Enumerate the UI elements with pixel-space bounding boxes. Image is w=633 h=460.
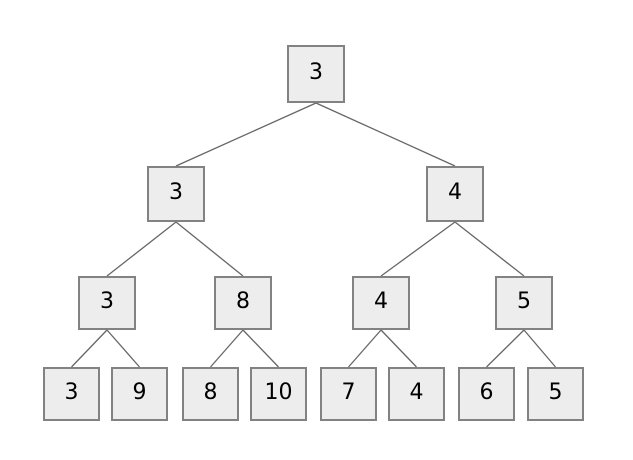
tree-node: 4 — [426, 166, 484, 222]
tree-node-label: 5 — [548, 380, 563, 405]
tree-edge — [486, 329, 525, 368]
tree-edge — [523, 329, 556, 368]
tree-node-label: 3 — [169, 180, 183, 205]
tree-node: 3 — [78, 276, 136, 330]
tree-node: 8 — [182, 367, 239, 421]
tree-node-label: 8 — [203, 380, 218, 405]
tree-edge — [348, 329, 382, 368]
tree-node: 4 — [352, 276, 410, 330]
tree-node: 5 — [527, 367, 584, 421]
tree-node: 6 — [458, 367, 515, 421]
tree-edge — [315, 102, 456, 167]
tree-node: 3 — [147, 166, 205, 222]
tree-edge — [454, 221, 525, 277]
tree-node-label: 4 — [409, 380, 424, 405]
tree-node-label: 10 — [264, 380, 293, 405]
tree-edge — [380, 221, 456, 277]
tree-edge — [106, 329, 140, 368]
tree-edge — [242, 329, 279, 368]
tree-node: 9 — [111, 367, 168, 421]
tree-edge — [175, 221, 244, 277]
tree-node-label: 6 — [479, 380, 494, 405]
tree-node-label: 3 — [309, 60, 323, 85]
tree-node-label: 5 — [517, 289, 531, 314]
tree-node: 3 — [287, 45, 345, 103]
tree-node-label: 9 — [132, 380, 147, 405]
tree-node-label: 8 — [236, 289, 250, 314]
tree-node: 8 — [214, 276, 272, 330]
tree-node-label: 7 — [341, 380, 356, 405]
tree-edge — [106, 221, 177, 277]
tree-node: 7 — [320, 367, 377, 421]
tree-node-label: 3 — [100, 289, 114, 314]
tree-node-label: 4 — [448, 180, 462, 205]
tree-edge — [210, 329, 244, 368]
tree-node: 4 — [388, 367, 445, 421]
tree-node-label: 4 — [374, 289, 388, 314]
tree-edge — [380, 329, 417, 368]
tree-edge — [71, 329, 108, 368]
tree-node: 10 — [250, 367, 307, 421]
tree-node-label: 3 — [64, 380, 79, 405]
tree-edge — [175, 102, 317, 167]
tree-node: 3 — [43, 367, 100, 421]
tree-node: 5 — [495, 276, 553, 330]
